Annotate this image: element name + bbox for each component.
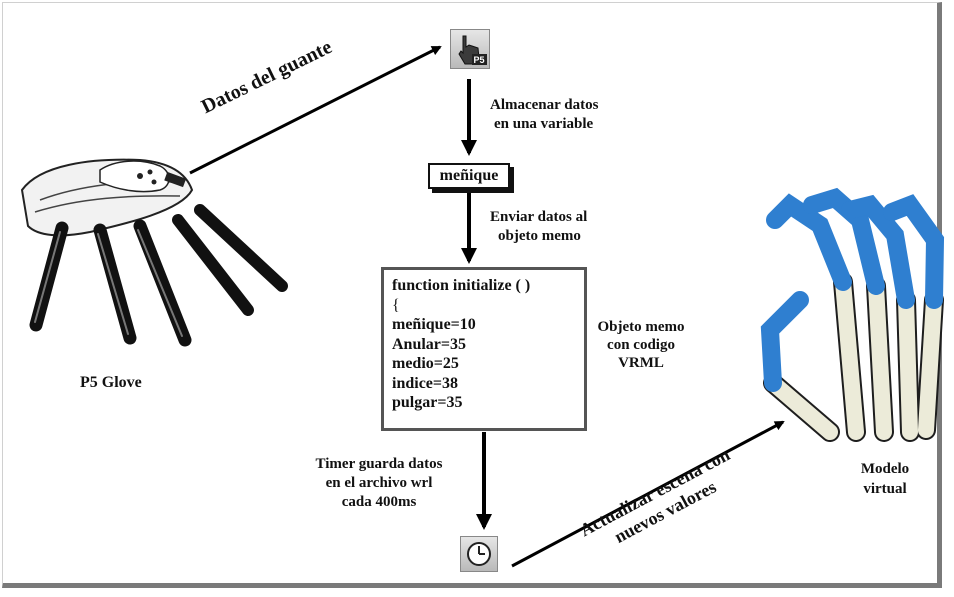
p5-glove-illustration [20,158,288,347]
label-modelo-line: Modelo [860,461,910,477]
code-line: { [392,296,400,314]
label-enviar: Enviar datos al objeto memo [490,208,587,246]
label-almacenar-line: en una variable [494,116,594,132]
label-modelo-line: virtual [863,481,907,497]
code-line: pulgar=35 [392,394,463,411]
label-memo: Objeto memo con codigo VRML [591,318,691,372]
code-line: indice=38 [392,374,459,392]
label-almacenar: Almacenar datos en una variable [490,96,598,134]
label-almacenar-line: Almacenar datos [490,97,599,113]
label-timer: Timer guarda datos en el archivo wrl cad… [296,455,462,512]
arrows [189,45,785,568]
p5-hand-icon[interactable]: P5 [450,29,490,69]
code-line: meñique=10 [392,316,476,333]
label-enviar-line: Enviar datos al [490,209,588,225]
arrow-timer-to-model [511,420,785,568]
label-memo-line: Objeto memo [597,319,685,335]
pointing-hand-icon: P5 [458,35,487,65]
label-memo-line: con codigo [607,337,675,353]
code-line: Anular=35 [392,335,467,353]
clock-icon[interactable] [460,536,498,572]
virtual-hand-model [760,187,945,442]
label-enviar-line: objeto memo [498,228,581,244]
clock-face-icon [467,542,491,566]
label-timer-line: Timer guarda datos [315,456,443,472]
label-timer-line: cada 400ms [341,494,417,510]
label-p5-glove: P5 Glove [80,374,142,391]
label-modelo-virtual: Modelo virtual [845,459,925,499]
variable-box: meñique [428,163,510,189]
code-line: function initialize ( ) [392,277,531,294]
label-memo-line: VRML [618,355,664,371]
code-line: medio=25 [392,355,459,372]
arrow-glove-to-p5 [189,45,442,175]
label-timer-line: en el archivo wrl [325,475,433,491]
p5-icon-text: P5 [474,55,485,65]
memo-code-box: function initialize ( ) { meñique=10 Anu… [381,267,587,431]
